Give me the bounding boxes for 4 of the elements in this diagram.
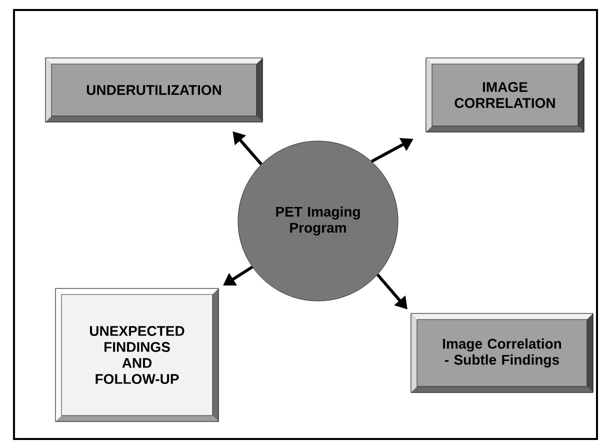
beveled-box: Image Correlation - Subtle Findings — [410, 313, 594, 393]
beveled-box: UNEXPECTED FINDINGS AND FOLLOW-UP — [55, 288, 219, 422]
beveled-box: IMAGE CORRELATION — [426, 58, 584, 132]
beveled-box: UNDERUTILIZATION — [45, 58, 263, 122]
